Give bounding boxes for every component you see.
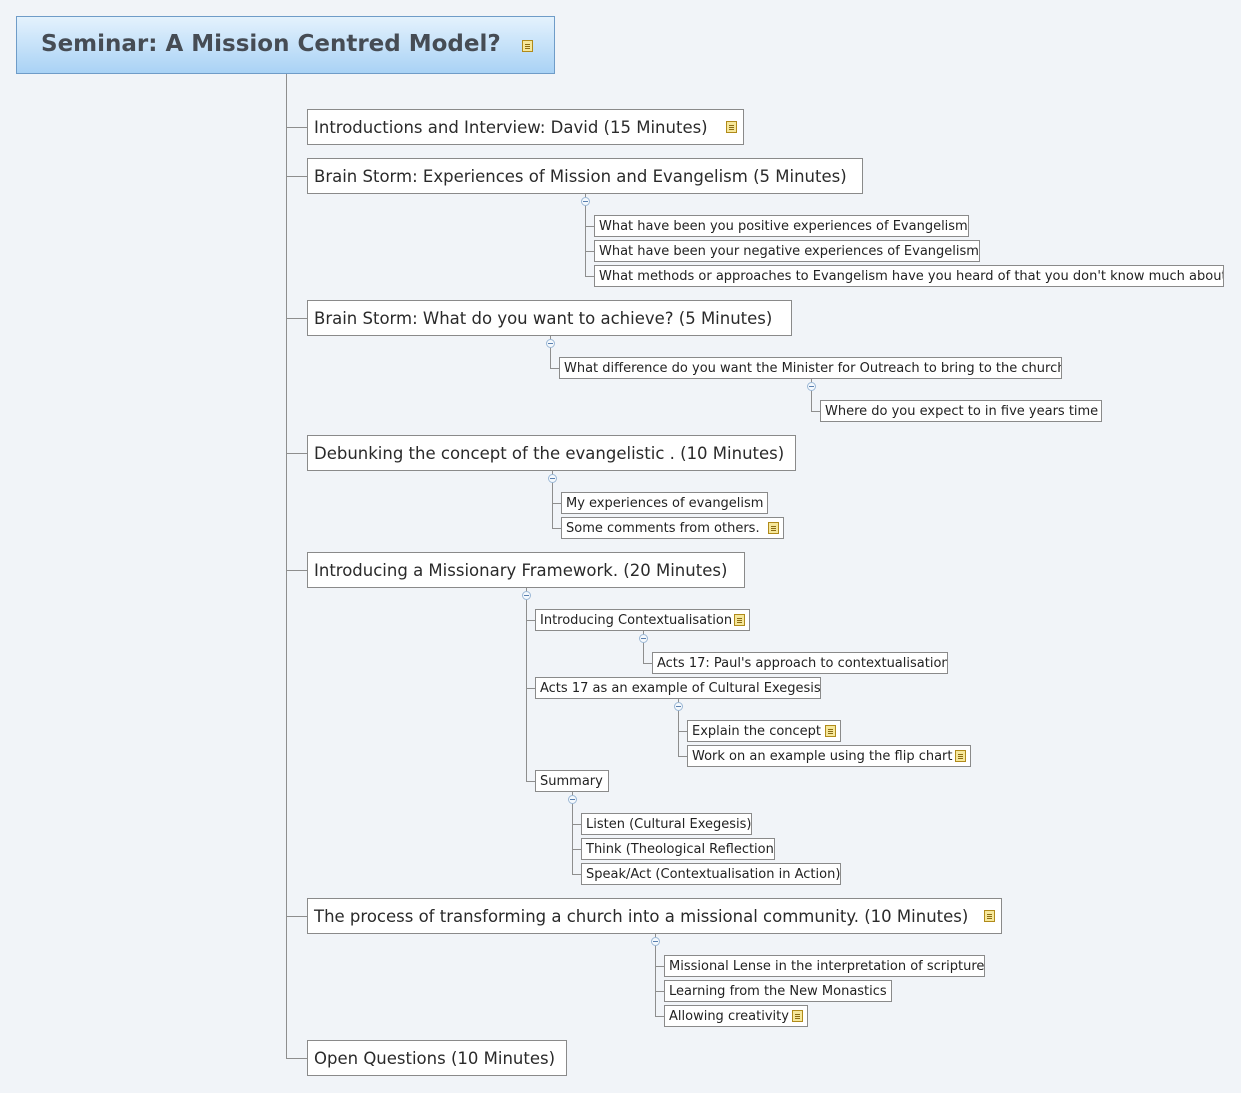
- subtopic-label: What methods or approaches to Evangelism…: [599, 268, 1224, 284]
- topic-label: Open Questions (10 Minutes): [314, 1048, 556, 1068]
- note-icon[interactable]: [984, 910, 995, 922]
- subtopic-label: Missional Lense in the interpretation of…: [669, 958, 985, 974]
- topic-label: Brain Storm: What do you want to achieve…: [314, 308, 773, 328]
- subtopic-label: What have been you positive experiences …: [599, 218, 969, 234]
- subtopic-introducing-contextualisation[interactable]: Introducing Contextualisation: [535, 609, 750, 631]
- subtopic-acts17-paul[interactable]: Acts 17: Paul's approach to contextualis…: [652, 652, 948, 674]
- subtopic-label: Explain the concept: [692, 723, 822, 739]
- note-icon[interactable]: [825, 725, 836, 737]
- topic-brainstorm-achieve[interactable]: Brain Storm: What do you want to achieve…: [307, 300, 792, 336]
- subtopic-label: Acts 17: Paul's approach to contextualis…: [657, 655, 948, 671]
- collapse-toggle[interactable]: [674, 702, 683, 711]
- subtopic-label: Allowing creativity: [669, 1008, 789, 1024]
- subtopic-label: Speak/Act (Contextualisation in Action): [586, 866, 841, 882]
- note-icon[interactable]: [734, 614, 745, 626]
- subtopic-listen[interactable]: Listen (Cultural Exegesis): [581, 813, 752, 835]
- topic-label: Brain Storm: Experiences of Mission and …: [314, 166, 847, 186]
- root-topic[interactable]: Seminar: A Mission Centred Model?: [16, 16, 555, 74]
- subtopic-label: Listen (Cultural Exegesis): [586, 816, 752, 832]
- collapse-toggle[interactable]: [581, 197, 590, 206]
- subtopic-label: Introducing Contextualisation: [540, 612, 733, 628]
- subtopic-comments-others[interactable]: Some comments from others.: [561, 517, 784, 539]
- subtopic-label: Learning from the New Monastics: [669, 983, 887, 999]
- subtopic-explain-concept[interactable]: Explain the concept: [687, 720, 841, 742]
- subtopic-label: What have been your negative experiences…: [599, 243, 980, 259]
- subtopic-speak-act[interactable]: Speak/Act (Contextualisation in Action): [581, 863, 841, 885]
- subtopic-positive-experiences[interactable]: What have been you positive experiences …: [594, 215, 969, 237]
- collapse-toggle[interactable]: [546, 339, 555, 348]
- note-icon[interactable]: [955, 750, 966, 762]
- note-icon[interactable]: [792, 1010, 803, 1022]
- topic-open-questions[interactable]: Open Questions (10 Minutes): [307, 1040, 567, 1076]
- topic-missionary-framework[interactable]: Introducing a Missionary Framework. (20 …: [307, 552, 745, 588]
- topic-debunking[interactable]: Debunking the concept of the evangelisti…: [307, 435, 796, 471]
- note-icon[interactable]: [726, 121, 737, 133]
- subtopic-my-experiences[interactable]: My experiences of evangelism: [561, 492, 768, 514]
- topic-label: The process of transforming a church int…: [314, 906, 969, 926]
- subtopic-allowing-creativity[interactable]: Allowing creativity: [664, 1005, 808, 1027]
- subtopic-label: Summary: [540, 773, 603, 789]
- subtopic-think[interactable]: Think (Theological Reflection): [581, 838, 775, 860]
- subtopic-label: What difference do you want the Minister…: [564, 360, 1062, 376]
- topic-transforming-church[interactable]: The process of transforming a church int…: [307, 898, 1002, 934]
- subtopic-label: My experiences of evangelism: [566, 495, 764, 511]
- collapse-toggle[interactable]: [522, 591, 531, 600]
- subtopic-label: Think (Theological Reflection): [586, 841, 775, 857]
- collapse-toggle[interactable]: [568, 795, 577, 804]
- topic-label: Introductions and Interview: David (15 M…: [314, 117, 708, 137]
- subtopic-label: Work on an example using the flip chart: [692, 748, 953, 764]
- subtopic-negative-experiences[interactable]: What have been your negative experiences…: [594, 240, 980, 262]
- note-icon[interactable]: [522, 40, 533, 52]
- collapse-toggle[interactable]: [639, 634, 648, 643]
- subtopic-methods-approaches[interactable]: What methods or approaches to Evangelism…: [594, 265, 1224, 287]
- topic-brainstorm-experiences[interactable]: Brain Storm: Experiences of Mission and …: [307, 158, 863, 194]
- topic-label: Debunking the concept of the evangelisti…: [314, 443, 785, 463]
- subtopic-missional-lense[interactable]: Missional Lense in the interpretation of…: [664, 955, 985, 977]
- subtopic-summary[interactable]: Summary: [535, 770, 609, 792]
- topic-label: Introducing a Missionary Framework. (20 …: [314, 560, 728, 580]
- collapse-toggle[interactable]: [651, 937, 660, 946]
- subtopic-label: Acts 17 as an example of Cultural Exeges…: [540, 680, 821, 696]
- subtopic-five-years[interactable]: Where do you expect to in five years tim…: [820, 400, 1102, 422]
- subtopic-label: Some comments from others.: [566, 520, 760, 536]
- subtopic-acts17-cultural-exegesis[interactable]: Acts 17 as an example of Cultural Exeges…: [535, 677, 821, 699]
- topic-introductions[interactable]: Introductions and Interview: David (15 M…: [307, 109, 744, 145]
- note-icon[interactable]: [768, 522, 779, 534]
- collapse-toggle[interactable]: [807, 382, 816, 391]
- subtopic-label: Where do you expect to in five years tim…: [825, 403, 1099, 419]
- subtopic-new-monastics[interactable]: Learning from the New Monastics: [664, 980, 892, 1002]
- subtopic-minister-difference[interactable]: What difference do you want the Minister…: [559, 357, 1062, 379]
- subtopic-flip-chart-example[interactable]: Work on an example using the flip chart: [687, 745, 971, 767]
- collapse-toggle[interactable]: [548, 474, 557, 483]
- root-title: Seminar: A Mission Centred Model?: [41, 31, 501, 57]
